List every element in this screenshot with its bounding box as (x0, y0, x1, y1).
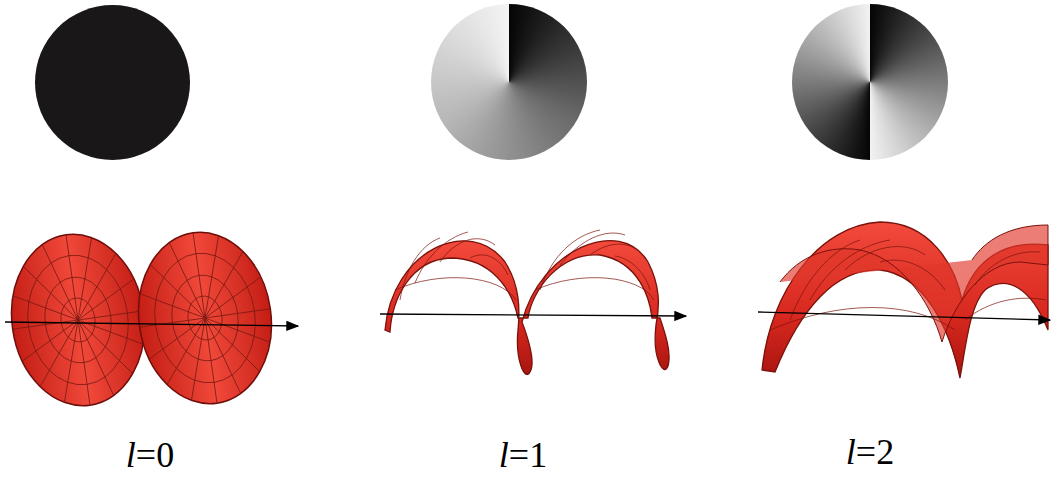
phase-disc (792, 4, 948, 160)
phase-disc (431, 4, 587, 160)
mode-label: l=2 (846, 433, 894, 473)
plane-wavefront (1, 224, 298, 415)
helical-wavefront (380, 230, 686, 374)
mode-label: l=1 (499, 436, 547, 476)
helical-wavefront (758, 222, 1050, 378)
mode-label: l=0 (126, 436, 174, 476)
phase-disc (35, 5, 190, 160)
